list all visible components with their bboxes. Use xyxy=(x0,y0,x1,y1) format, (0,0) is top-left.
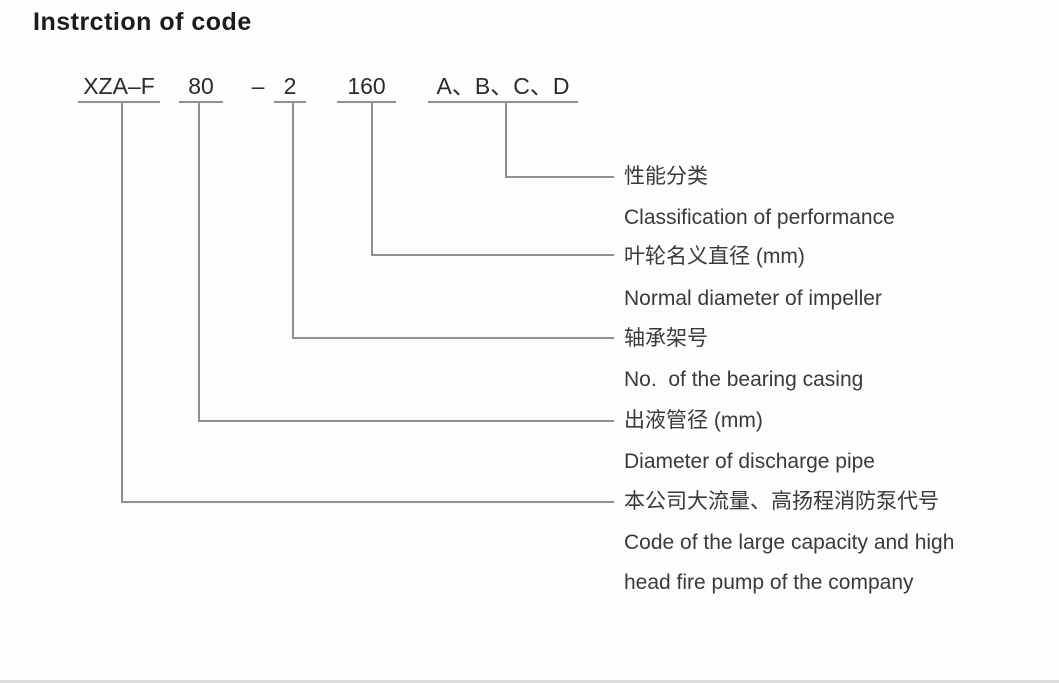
underline-impeller-diameter xyxy=(337,101,396,103)
label-bearing-no-zh: 轴承架号 xyxy=(624,327,708,350)
underline-company xyxy=(78,101,160,103)
leader-vertical-performance-class xyxy=(505,101,507,178)
leader-vertical-company xyxy=(121,101,123,503)
label-company-code-en-line2: head fire pump of the company xyxy=(624,571,914,594)
page-title: Instrction of code xyxy=(33,8,252,36)
label-performance-class-zh: 性能分类 xyxy=(624,165,708,188)
label-pipe-diameter-en: Diameter of discharge pipe xyxy=(624,450,875,473)
leader-vertical-pipe-diameter xyxy=(198,101,200,422)
code-segment-company: XZA–F xyxy=(83,73,155,99)
code-segment-pipe-diameter: 80 xyxy=(188,73,214,99)
underline-pipe-diameter xyxy=(179,101,223,103)
code-segment-impeller-diameter: 160 xyxy=(347,73,386,99)
label-company-code-en-line1: Code of the large capacity and high xyxy=(624,531,955,554)
underline-bearing-no xyxy=(274,101,306,103)
code-segment-bearing-no: 2 xyxy=(283,73,297,99)
leader-horizontal-pipe-diameter xyxy=(198,420,614,422)
label-impeller-diameter-zh: 叶轮名义直径 (mm) xyxy=(624,245,805,268)
code-segment-performance-class: A、B、C、D xyxy=(436,73,570,99)
leader-horizontal-company xyxy=(121,501,614,503)
leader-vertical-bearing-no xyxy=(292,101,294,339)
code-separator-dash: – xyxy=(251,73,265,99)
underline-performance-class xyxy=(428,101,578,103)
leader-horizontal-performance-class xyxy=(505,176,614,178)
label-company-code-zh: 本公司大流量、高扬程消防泵代号 xyxy=(624,490,939,513)
label-impeller-diameter-en: Normal diameter of impeller xyxy=(624,287,882,310)
label-pipe-diameter-zh: 出液管径 (mm) xyxy=(624,409,763,432)
leader-horizontal-impeller-diameter xyxy=(371,254,614,256)
leader-vertical-impeller-diameter xyxy=(371,101,373,256)
leader-horizontal-bearing-no xyxy=(292,337,614,339)
label-bearing-no-en: No. of the bearing casing xyxy=(624,368,864,391)
label-performance-class-en: Classification of performance xyxy=(624,206,895,229)
bottom-edge-strip xyxy=(0,680,1059,683)
